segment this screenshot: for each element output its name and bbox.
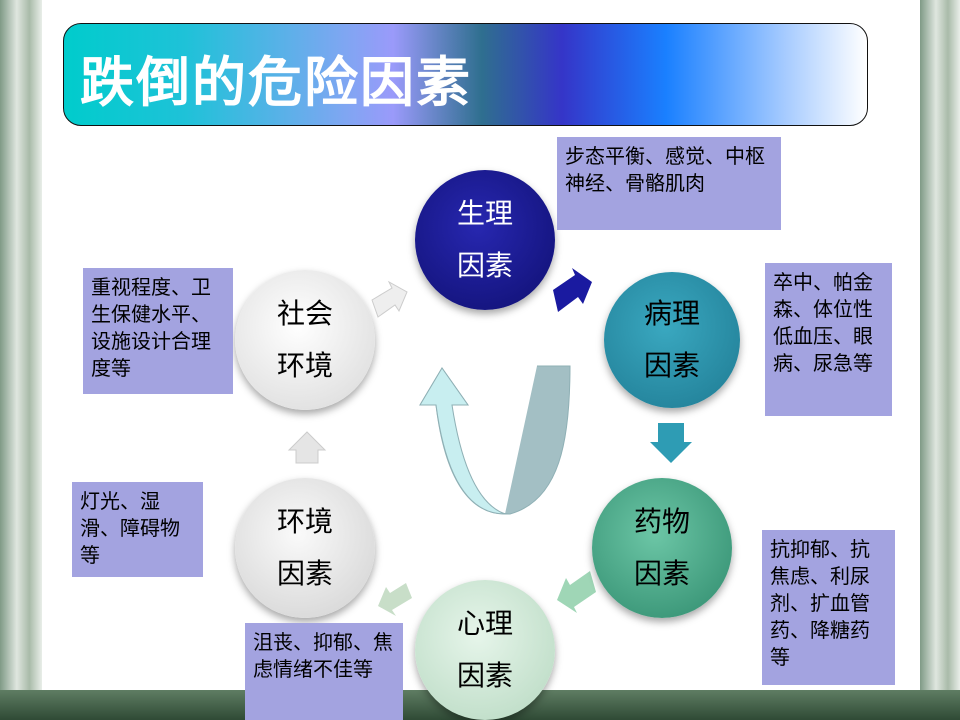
- circle-psychological-factors: 心理因素: [415, 580, 555, 720]
- left-bamboo-decoration: [0, 0, 42, 720]
- circle-label: 心理: [456, 607, 513, 640]
- circle-label: 药物: [633, 505, 690, 538]
- circle-label: 环境: [276, 349, 333, 382]
- circle-pathological-factors: 病理因素: [604, 272, 740, 408]
- circle-label: 生理: [456, 197, 513, 230]
- circle-label: 因素: [276, 557, 333, 590]
- social-detail-box: 重视程度、卫生保健水平、设施设计合理度等: [83, 268, 233, 394]
- circle-label: 社会: [276, 297, 333, 330]
- circle-label: 因素: [643, 349, 700, 382]
- arrow-physio-to-patho: [553, 268, 592, 312]
- right-bamboo-decoration: [920, 0, 960, 720]
- drug-detail-box: 抗抑郁、抗焦虑、利尿剂、扩血管药、降糖药等: [762, 530, 895, 685]
- circle-physiological-factors: 生理因素: [415, 170, 555, 310]
- arrow-social-to-physio: [371, 280, 408, 318]
- circle-label: 因素: [456, 659, 513, 692]
- pathological-detail-box: 卒中、帕金森、体位性低血压、眼病、尿急等: [765, 263, 892, 416]
- circle-social-environment: 社会环境: [235, 270, 375, 410]
- physiological-detail-box: 步态平衡、感觉、中枢神经、骨骼肌肉: [557, 137, 781, 230]
- circle-label: 环境: [276, 505, 333, 538]
- circle-drug-factors: 药物因素: [592, 478, 732, 618]
- arrow-psych-to-env: [378, 583, 412, 616]
- circle-label: 病理: [643, 297, 700, 330]
- circle-label: 因素: [633, 557, 690, 590]
- environment-detail-box: 灯光、湿滑、障碍物等: [72, 482, 203, 577]
- arrow-drug-to-psych: [557, 571, 596, 613]
- arrow-patho-to-drug: [650, 423, 692, 463]
- circle-label: 因素: [456, 249, 513, 282]
- arrow-env-to-social: [287, 431, 327, 464]
- slide-title: 跌倒的危险因素: [80, 51, 472, 114]
- title-banner: 跌倒的危险因素: [63, 23, 868, 126]
- circle-environment-factors: 环境因素: [235, 478, 375, 618]
- psychological-detail-box: 沮丧、抑郁、焦虑情绪不佳等: [245, 623, 403, 720]
